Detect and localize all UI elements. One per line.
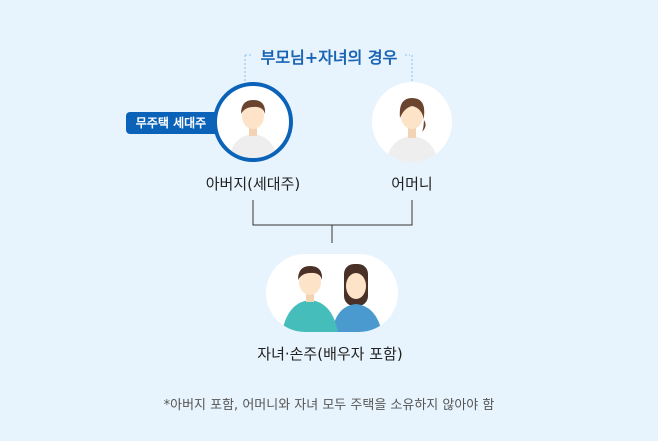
footnote: *아버지 포함, 어머니와 자녀 모두 주택을 소유하지 않아야 함 [163, 398, 495, 413]
children-icon [282, 264, 382, 332]
children-label: 자녀·손주(배우자 포함) [257, 345, 403, 363]
mother-label: 어머니 [391, 175, 433, 193]
children-avatar [266, 254, 398, 332]
woman-icon [386, 98, 438, 162]
mother-avatar [372, 82, 452, 162]
group-title: 부모님+자녀의 경우 [0, 44, 658, 68]
father-avatar [213, 82, 293, 162]
man-icon [229, 100, 277, 158]
father-label: 아버지(세대주) [205, 175, 301, 193]
homeless-householder-badge: 무주택 세대주 [126, 112, 216, 134]
